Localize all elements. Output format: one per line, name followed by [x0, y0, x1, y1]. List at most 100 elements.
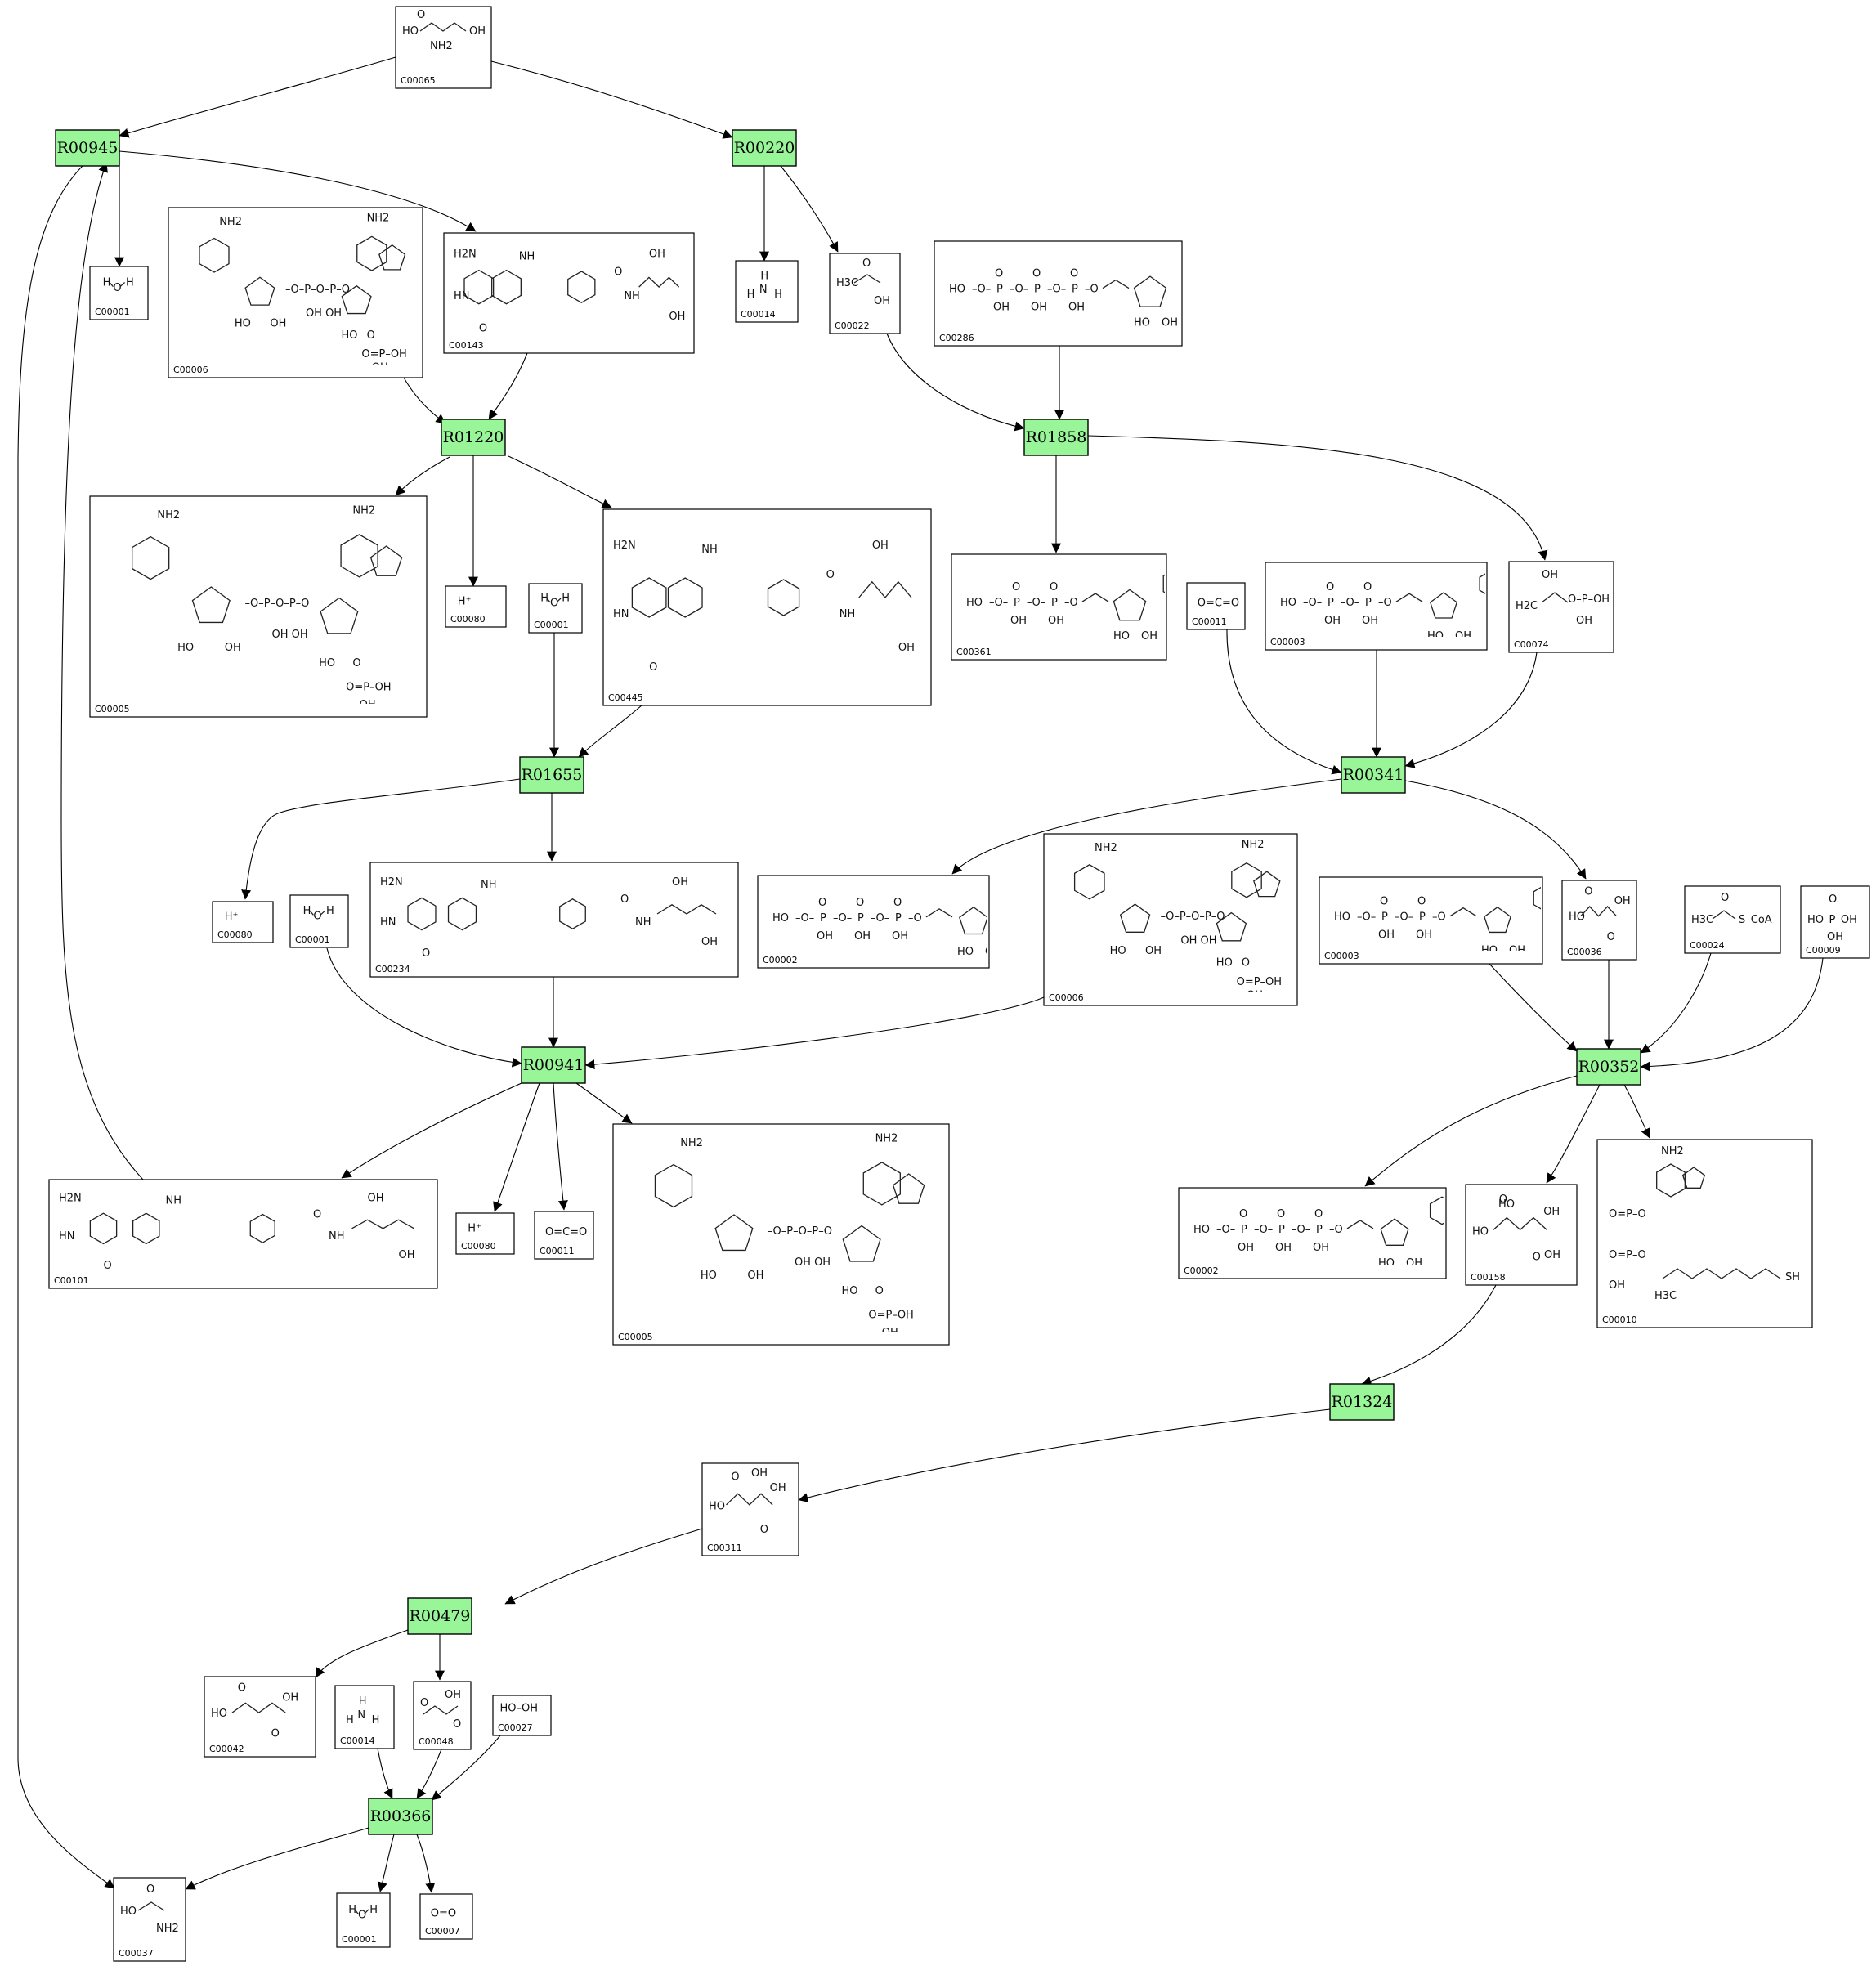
reaction-r01655[interactable]: R01655: [519, 756, 584, 794]
svg-text:H: H: [774, 289, 782, 301]
compound-box: [168, 207, 423, 378]
compound-c00080[interactable]: H⁺C00080: [455, 1212, 515, 1255]
svg-text:OH OH: OH OH: [306, 307, 342, 320]
svg-text:OH: OH: [1068, 302, 1085, 314]
reaction-r01858[interactable]: R01858: [1023, 419, 1089, 456]
svg-text:NH: NH: [701, 544, 718, 556]
edge-arrow: [403, 377, 446, 424]
compound-box: [1508, 561, 1614, 653]
edge-arrow: [575, 1082, 633, 1124]
reaction-r00945[interactable]: R00945: [55, 129, 120, 167]
reaction-r01220[interactable]: R01220: [441, 419, 506, 456]
svg-text:OH: OH: [372, 362, 388, 374]
compound-box: [443, 232, 695, 354]
svg-text:H: H: [303, 905, 311, 917]
compound-box: [1178, 1187, 1447, 1279]
svg-text:OH: OH: [1247, 990, 1263, 1002]
svg-text:H⁺: H⁺: [458, 596, 472, 608]
svg-text:O: O: [620, 893, 629, 906]
compound-id: C00027: [498, 1722, 533, 1733]
edge-arrow: [504, 1528, 703, 1605]
svg-text:NH: NH: [839, 608, 856, 620]
compound-box: [48, 1179, 438, 1289]
svg-text:O: O: [1363, 581, 1372, 593]
compound-box: [1043, 833, 1298, 1006]
compound-box: [534, 1211, 594, 1260]
svg-text:NH2: NH2: [1242, 839, 1265, 851]
compound-c00080[interactable]: H⁺C00080: [212, 901, 274, 943]
reaction-r00366[interactable]: R00366: [368, 1798, 433, 1835]
compound-box: [455, 1212, 515, 1255]
compound-box: [951, 553, 1167, 661]
svg-text:H: H: [747, 289, 755, 301]
svg-text:H2N: H2N: [613, 540, 636, 552]
svg-text:OH: OH: [669, 311, 685, 323]
svg-text:–O: –O: [1432, 911, 1446, 924]
reaction-r01324[interactable]: R01324: [1329, 1383, 1395, 1421]
edge-arrow: [578, 704, 643, 758]
reaction-r00341[interactable]: R00341: [1341, 756, 1406, 794]
reaction-r00479[interactable]: R00479: [407, 1597, 472, 1635]
reaction-r00941[interactable]: R00941: [521, 1046, 586, 1084]
reaction-r00220[interactable]: R00220: [732, 129, 797, 167]
svg-text:–O–: –O–: [1292, 1224, 1310, 1236]
svg-text:NH2: NH2: [156, 1923, 179, 1935]
compound-id: C00002: [1184, 1265, 1219, 1276]
svg-text:HO: HO: [1280, 597, 1296, 609]
svg-text:HN: HN: [613, 608, 629, 620]
svg-text:HO: HO: [402, 25, 419, 38]
svg-text:O: O: [1242, 957, 1250, 970]
edge-arrow: [1404, 652, 1538, 768]
svg-text:O: O: [1607, 931, 1615, 943]
svg-text:OH: OH: [882, 1327, 898, 1339]
compound-c00080[interactable]: H⁺C00080: [445, 585, 507, 628]
reaction-box: [732, 129, 797, 167]
svg-text:H: H: [540, 593, 548, 605]
reaction-r00352[interactable]: R00352: [1576, 1048, 1641, 1086]
svg-text:P: P: [1034, 284, 1041, 296]
svg-text:P: P: [1241, 1224, 1247, 1236]
svg-text:–O: –O: [1085, 284, 1099, 296]
svg-text:HO: HO: [966, 597, 983, 609]
